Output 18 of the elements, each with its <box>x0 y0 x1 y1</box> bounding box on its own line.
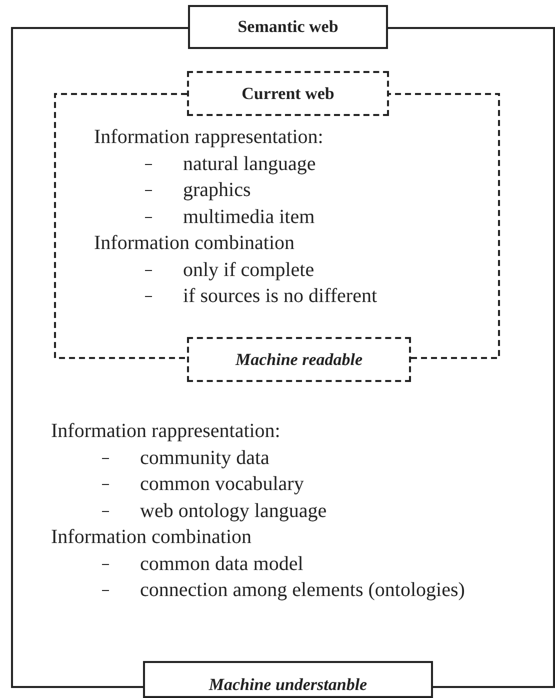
title-tab: Semantic web <box>188 5 388 49</box>
list-item: if sources is no different <box>183 284 378 308</box>
title-tab: Machine readable <box>187 337 411 382</box>
list-item: common vocabulary <box>140 472 304 496</box>
list-item: only if complete <box>183 258 314 282</box>
list-item: multimedia item <box>183 204 315 228</box>
list-item: community data <box>140 446 270 470</box>
list-item: connection among elements (ontologies) <box>140 578 465 602</box>
list-item: common data model <box>140 552 304 576</box>
section-heading: Information combination <box>51 525 252 549</box>
list-item: natural language <box>183 152 316 176</box>
title-tab: Current web <box>187 71 389 116</box>
list-item: graphics <box>183 178 251 202</box>
list-item: web ontology language <box>140 498 327 522</box>
section-heading: Information rappresentation: <box>51 419 280 443</box>
section-heading: Information rappresentation: <box>94 125 324 149</box>
section-heading: Information combination <box>94 231 295 255</box>
title-tab: Machine understanble <box>143 661 433 698</box>
